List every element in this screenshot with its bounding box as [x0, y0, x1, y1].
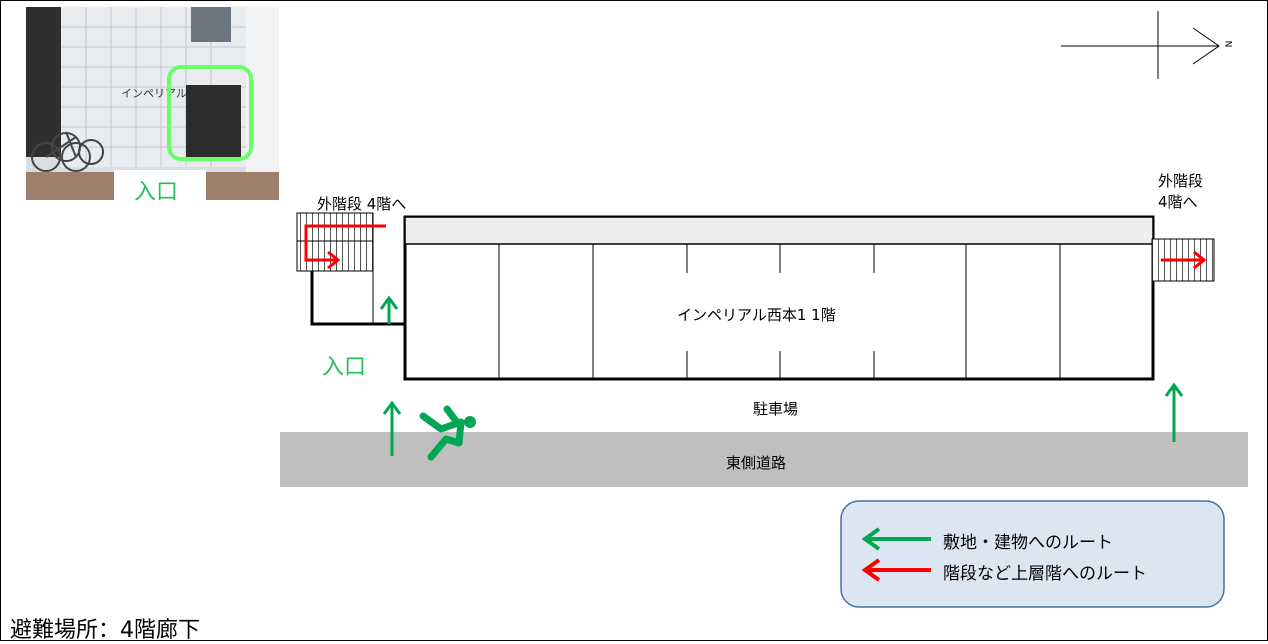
stairs-right-label-line1: 外階段 [1158, 172, 1204, 190]
evacuation-place-label: 避難場所：4階廊下 [10, 618, 200, 643]
legend-green-route-label: 敷地・建物へのルート [943, 533, 1113, 553]
entrance-label: 入口 [322, 355, 367, 380]
red-route-arrow-left [304, 224, 386, 270]
room-dividers [498, 244, 1061, 379]
left-annex [310, 271, 405, 326]
running-person-icon [419, 405, 476, 461]
stairs-left-label: 外階段 4階へ [317, 195, 407, 213]
entrance-photo: インペリアル 入口 [26, 7, 279, 200]
legend-red-arrow [861, 558, 931, 582]
green-route-arrows [379, 295, 1184, 456]
stairs-right-label-line2: 4階へ [1158, 193, 1198, 211]
parking-label: 駐車場 [753, 400, 799, 418]
building-label: インペリアル西本1 1階 [677, 306, 836, 324]
red-route-arrow-right [1161, 250, 1207, 270]
building-corridor [404, 216, 1154, 245]
compass-north-icon [1061, 11, 1220, 79]
photo-entrance-label-box [114, 170, 206, 200]
legend-box [840, 500, 1225, 608]
road-label: 東側道路 [726, 454, 787, 472]
photo-entrance-label: 入口 [134, 180, 179, 200]
legend-green-arrow [861, 527, 931, 551]
compass-north-label: N [1222, 40, 1233, 48]
legend-red-route-label: 階段など上層階へのルート [943, 564, 1147, 584]
